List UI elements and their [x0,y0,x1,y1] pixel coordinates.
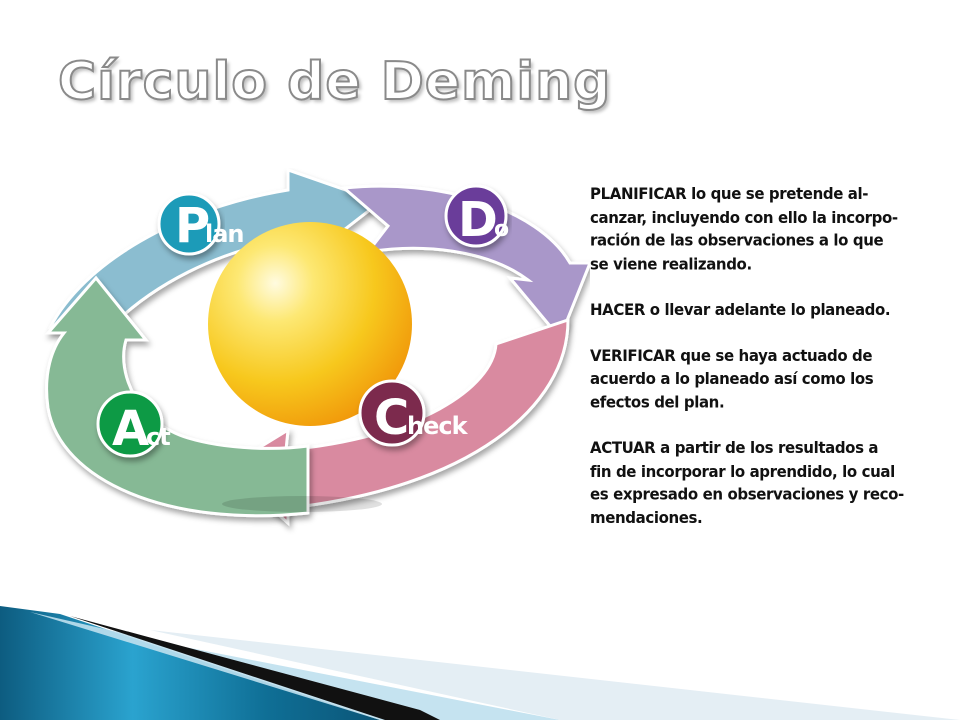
paragraph-plan: PLANIFICAR lo que se pretende al- canzar… [590,183,930,276]
footer-decoration [0,606,960,720]
paragraph-check: VERIFICAR que se haya actuado de acuerdo… [590,344,930,414]
do-badge: D o [444,184,509,248]
paragraph-check-text: que se haya actuado de acuerdo a lo plan… [590,345,874,412]
paragraph-plan-text: lo que se pretende al- canzar, incluyend… [590,184,898,274]
check-arrow [223,317,570,527]
paragraph-do-text: o llevar adelante lo planeado. [644,299,891,320]
paragraph-act-text: a partir de los resultados a fin de inco… [590,437,904,527]
keyword-do: HACER [590,299,645,320]
page-title: Círculo de Deming [57,51,612,113]
check-badge-letter: C [374,390,409,446]
act-badge: A ct [96,390,171,458]
plan-badge-letter: P [175,198,210,254]
pdca-description: PLANIFICAR lo que se pretende al- canzar… [590,183,930,552]
keyword-check: VERIFICAR [590,345,676,365]
keyword-plan: PLANIFICAR [590,184,687,204]
act-arrow [44,275,310,518]
plan-badge-suffix: lan [205,220,244,248]
check-badge: C heck [358,379,470,447]
paragraph-do: HACER o llevar adelante lo planeado. [590,299,930,322]
do-arrow [340,184,590,341]
act-badge-suffix: ct [146,423,170,451]
do-badge-letter: D [458,192,498,248]
act-badge-letter: A [112,401,149,457]
keyword-act: ACTUAR [590,437,656,458]
plan-badge: P lan [157,192,245,256]
center-sphere [208,222,412,426]
do-badge-suffix: o [494,217,509,242]
check-badge-suffix: heck [407,412,469,440]
pdca-cycle-diagram: P lan D o C heck A ct [44,168,590,527]
paragraph-act: ACTUAR a partir de los resultados a fin … [590,437,930,530]
plan-arrow [47,168,384,332]
